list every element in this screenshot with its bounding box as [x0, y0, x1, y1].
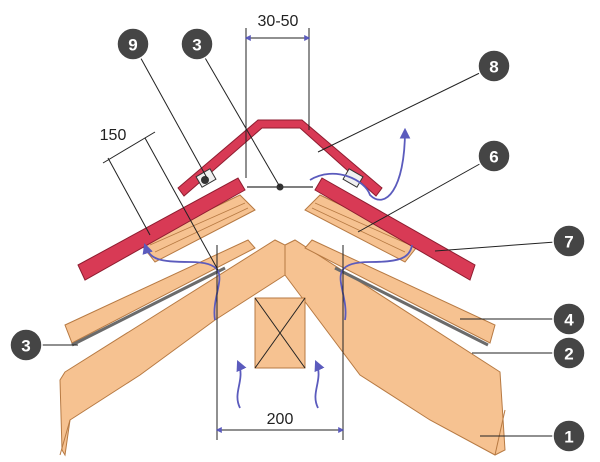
- callout-9: 9: [116, 27, 150, 61]
- callout-7: 7: [552, 224, 586, 258]
- callout-3-left: 3: [9, 328, 43, 362]
- svg-text:4: 4: [564, 311, 574, 330]
- underlayment-left: [64, 239, 256, 347]
- callout-1: 1: [552, 419, 586, 453]
- svg-text:1: 1: [564, 428, 573, 447]
- ventilation-gap-label: 200: [267, 411, 294, 428]
- callout-4: 4: [552, 302, 586, 336]
- svg-text:8: 8: [489, 58, 498, 77]
- ridge-beam: [254, 297, 306, 369]
- svg-text:9: 9: [128, 36, 137, 55]
- svg-text:7: 7: [564, 233, 573, 252]
- metal-roofing: [77, 177, 476, 281]
- svg-text:3: 3: [192, 36, 201, 55]
- overlap-label: 150: [100, 127, 127, 144]
- airflow-arrows: [142, 127, 413, 409]
- battens: [139, 194, 421, 263]
- callout-3-top: 3: [180, 27, 214, 61]
- rafter-left: [59, 239, 286, 457]
- underlayment-right: [304, 239, 496, 347]
- callout-2: 2: [552, 336, 586, 370]
- callout-6: 6: [477, 139, 511, 173]
- ridge-gap-label: 30-50: [258, 13, 299, 30]
- svg-text:3: 3: [21, 337, 30, 356]
- rafters: [59, 239, 506, 457]
- callout-8: 8: [477, 49, 511, 83]
- svg-text:2: 2: [564, 345, 573, 364]
- roof-sheet-left: [77, 177, 246, 281]
- roof-sheet-right: [314, 177, 476, 281]
- dimension-lines: [102, 28, 345, 440]
- svg-text:6: 6: [489, 148, 498, 167]
- leader-lines: [26, 43, 570, 437]
